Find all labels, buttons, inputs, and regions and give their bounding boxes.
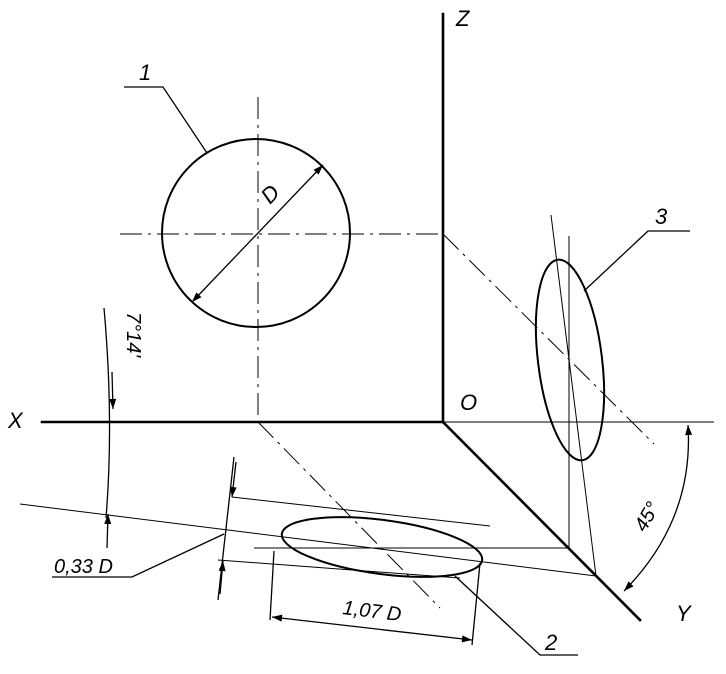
major-axis-dimension [271,614,473,643]
axis-label-y: Y [676,601,692,626]
ellipse3-tangent [550,214,597,577]
axis-lines [40,12,642,622]
center-lines [120,97,655,609]
minor-axis-arrow-bottom [218,560,226,595]
callout-label-1: 1 [139,60,151,85]
callout-label-3: 3 [655,204,668,229]
angle-small-label: 7°14' [122,312,144,358]
minor-axis-label: 0,33 D [54,556,113,578]
ellipse2-center-diagonal [257,421,441,609]
leader-1 [124,86,208,154]
angle-arc-45 [623,424,693,592]
diameter-label: D [256,180,285,209]
minor-axis-arrow-top [229,461,237,498]
angle-arc-small [103,307,111,519]
angle-small-arrow-bottom [104,513,112,549]
major-axis-ext-left [269,550,275,621]
projection-line-a [19,503,597,577]
leader-3 [583,230,690,292]
projection-line-b [231,496,491,527]
y-axis [441,420,642,622]
major-axis-ext-right [471,562,481,646]
ellipse-3 [534,258,606,462]
leader-lines [52,86,690,656]
callout-label-2: 2 [544,630,557,655]
projection-line-c [217,559,461,579]
labels: Z X Y O 1 3 2 D 0,33 D 1,07 D 7°14' 45° [7,6,692,655]
axis-label-z: Z [455,6,471,31]
angle-45-label: 45° [630,498,664,535]
diameter-dimension [191,164,324,303]
major-axis-label: 1,07 D [341,597,402,626]
angle-small-arrow-top [109,371,117,410]
dimension-lines [103,164,693,646]
ellipse-2 [280,516,484,578]
circle-1 [161,138,351,328]
axis-label-x: X [7,408,24,433]
leader-033D [52,533,225,578]
ellipse3-center-diagonal [442,233,655,445]
leader-2 [454,575,578,656]
origin-label: O [460,390,477,415]
minor-axis-dim-line [217,456,235,601]
thin-lines [19,214,714,579]
figures [161,138,606,578]
